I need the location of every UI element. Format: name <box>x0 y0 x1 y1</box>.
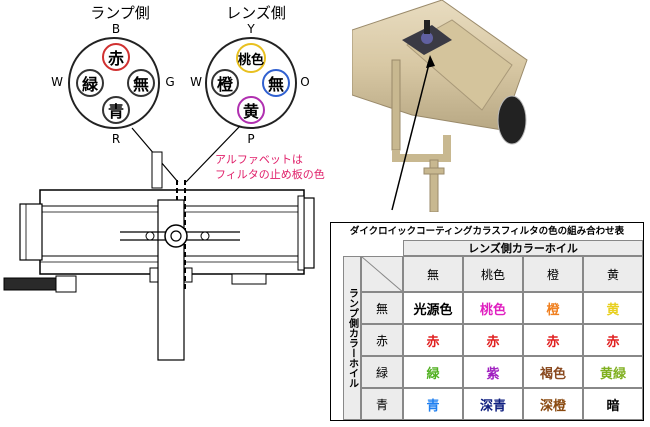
top-knob <box>151 151 163 189</box>
table-cell: 光源色 <box>403 292 463 324</box>
column-header: 黄 <box>583 256 643 292</box>
table-cell: 深橙 <box>523 388 583 420</box>
table-title: ダイクロイックコーティングカラスフィルタの色の組み合わせ表 <box>349 226 625 237</box>
handle <box>3 277 60 291</box>
lamp-wheel-cell-top: 赤 <box>102 43 130 71</box>
lens-leader-line <box>185 125 241 183</box>
lamp-wheel-label-top: B <box>111 22 121 36</box>
table-cell: 深青 <box>463 388 523 420</box>
row-header: 赤 <box>361 324 403 356</box>
column-header: 橙 <box>523 256 583 292</box>
lamp-wheel-ring <box>68 37 160 129</box>
rear-cap <box>19 203 43 261</box>
lamp-wheel-cell-right: 無 <box>127 69 155 97</box>
lamp-wheel-cell-left: 緑 <box>76 69 104 97</box>
yoke-stand <box>157 199 185 361</box>
table-cell: 赤 <box>463 324 523 356</box>
note-line-2: フィルタの止め板の色 <box>215 168 325 181</box>
table-cell: 青 <box>403 388 463 420</box>
lamp-wheel-label-bottom: R <box>111 132 121 146</box>
lens-wheel-label-left: W <box>190 75 202 89</box>
table-cell: 赤 <box>583 324 643 356</box>
lens-wheel-cell-right: 無 <box>262 69 290 97</box>
row-header: 無 <box>361 292 403 324</box>
lamp-wheel-cell-bottom: 青 <box>102 96 130 124</box>
table-corner <box>361 256 404 293</box>
note-line-1: アルファベットは <box>215 153 303 166</box>
column-header: 桃色 <box>463 256 523 292</box>
note-text: アルファベットは フィルタの止め板の色 <box>215 152 325 182</box>
lens-wheel-cell-top: 桃色 <box>236 43 266 73</box>
lens-wheel-label-top: Y <box>247 22 255 36</box>
table-cell: 暗 <box>583 388 643 420</box>
lens-wheel-title: レンズ側 <box>226 4 286 22</box>
lens-side-header: レンズ側カラーホイル <box>403 240 643 256</box>
lamp-wheel-label-left: W <box>51 75 63 89</box>
lens-wheel-label-bottom: P <box>247 132 255 146</box>
spotlight-photo <box>352 0 650 212</box>
table-cell: 赤 <box>523 324 583 356</box>
table-cell: 橙 <box>523 292 583 324</box>
table-cell: 桃色 <box>463 292 523 324</box>
row-header: 緑 <box>361 356 403 388</box>
table-cell: 褐色 <box>523 356 583 388</box>
spotlight-photo-drawing <box>352 0 528 212</box>
table-cell: 黄緑 <box>583 356 643 388</box>
lamp-wheel-title: ランプ側 <box>90 4 150 22</box>
column-header: 無 <box>403 256 463 292</box>
row-header: 青 <box>361 388 403 420</box>
table-cell: 赤 <box>403 324 463 356</box>
lens-wheel-cell-bottom: 黄 <box>237 96 265 124</box>
lens-wheel-ring <box>205 37 297 129</box>
table-cell: 紫 <box>463 356 523 388</box>
lamp-wheel-label-right: G <box>165 75 175 89</box>
table-cell: 黄 <box>583 292 643 324</box>
table-cell: 緑 <box>403 356 463 388</box>
lens-wheel-cell-left: 橙 <box>211 69 239 97</box>
lens-wheel-label-right: O <box>300 75 310 89</box>
lamp-side-header: ランプ側カラーホイル <box>343 256 361 420</box>
color-combination-table: ダイクロイックコーティングカラスフィルタの色の組み合わせ表 レンズ側カラーホイル… <box>330 222 644 421</box>
front-lens-ring <box>303 197 315 269</box>
